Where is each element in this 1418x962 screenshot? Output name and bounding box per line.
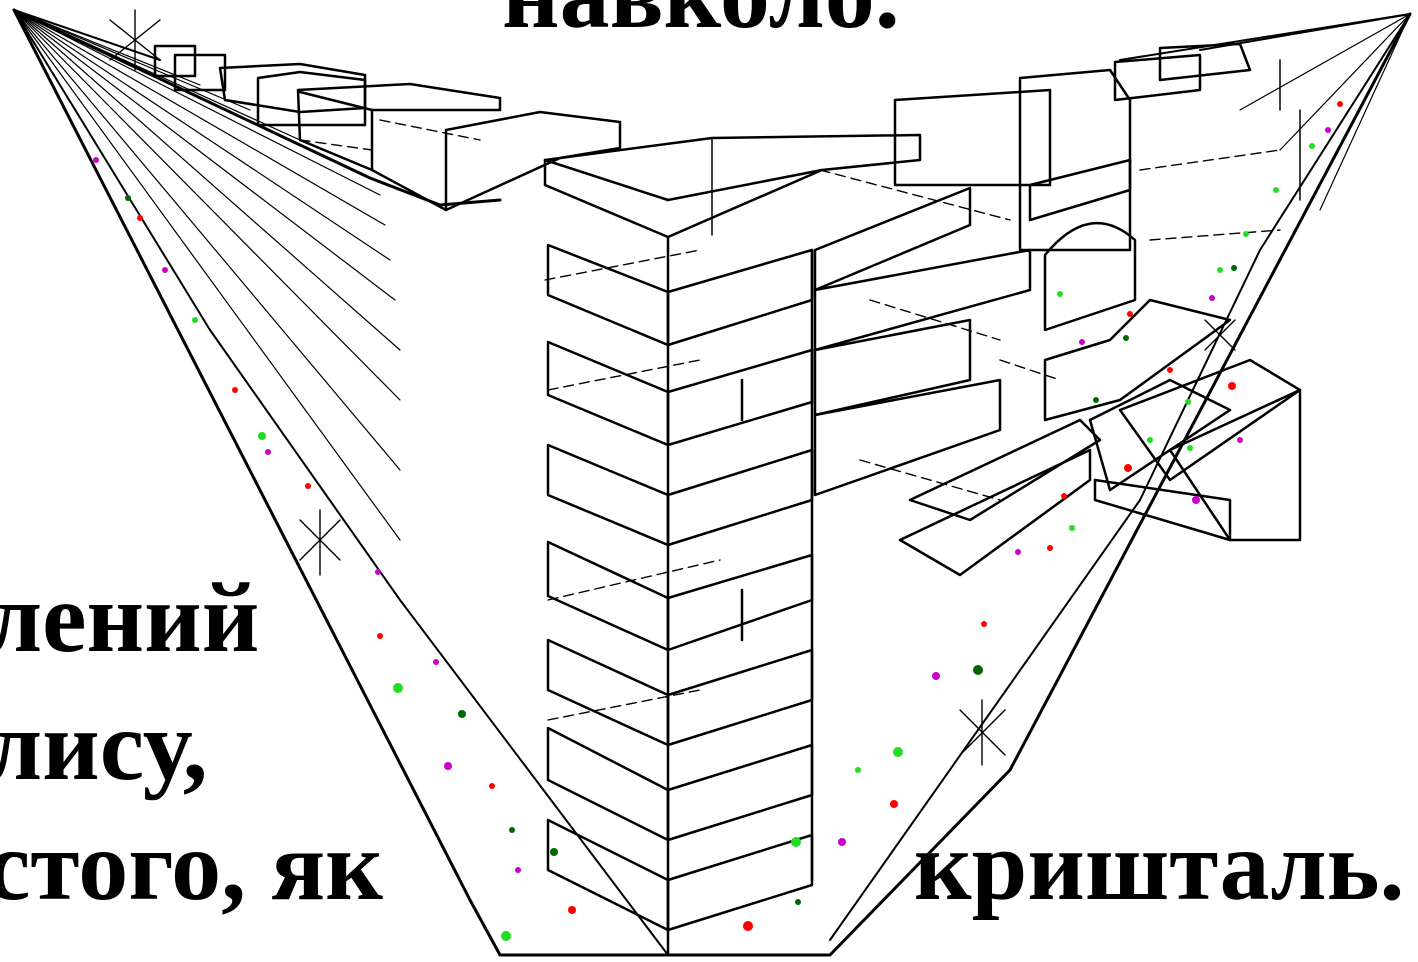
vanishing-rays <box>13 9 1411 541</box>
confetti-dots <box>93 101 1343 941</box>
right-sidewalk-edge <box>829 13 1411 941</box>
caption-right-line-3: кришталь. <box>914 810 1405 921</box>
left-sidewalk-edge <box>13 9 669 956</box>
sparkles <box>109 9 1236 766</box>
caption-left-line-1: лений <box>0 562 260 673</box>
caption-left-line-2: лису, <box>0 690 208 801</box>
central-tower <box>543 133 922 957</box>
caption-top: навколо. <box>502 0 900 44</box>
construction-lines <box>299 119 1281 721</box>
caption-left-line-3: стого, як <box>0 810 383 921</box>
right-buildings <box>813 42 1302 577</box>
left-back-buildings <box>153 44 622 212</box>
